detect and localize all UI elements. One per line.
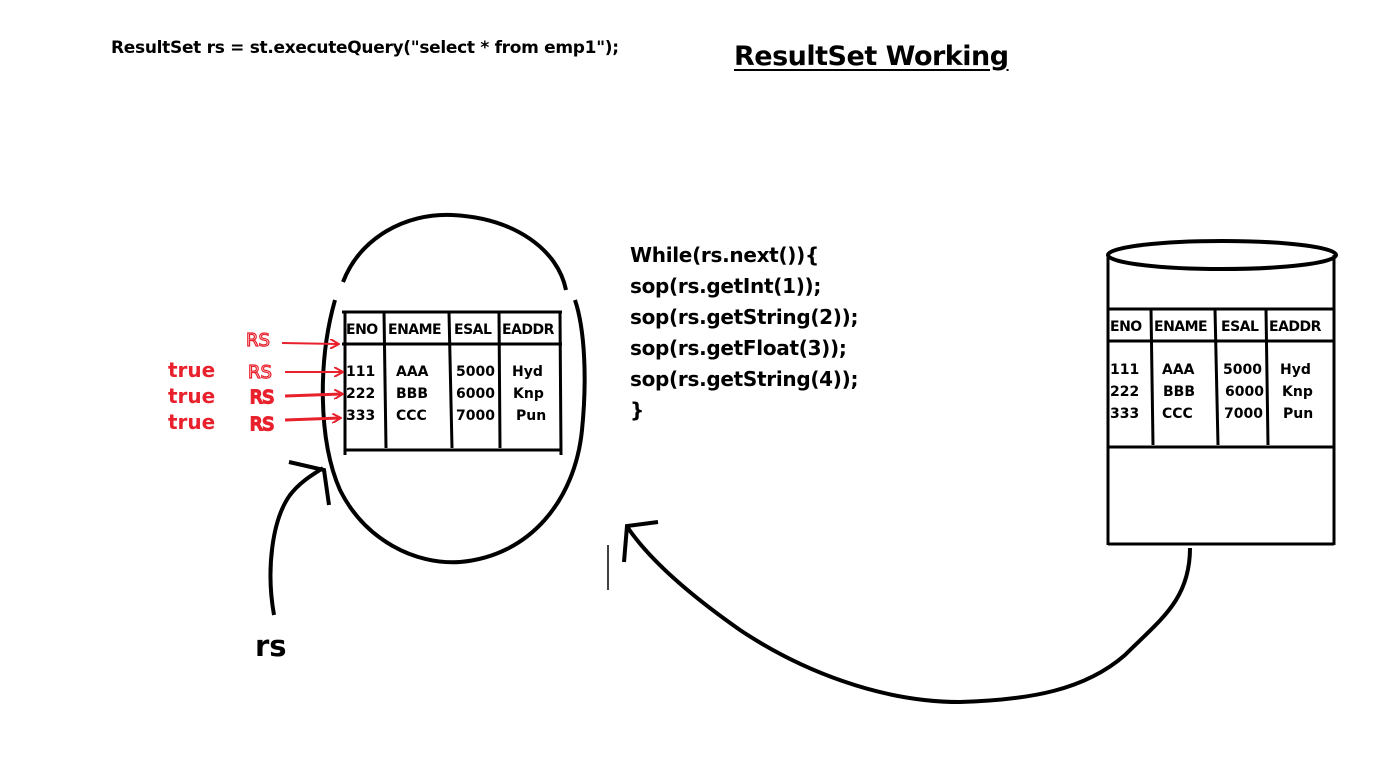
table-cell: 6000 bbox=[1225, 384, 1264, 400]
cursor-marker: RS bbox=[250, 414, 274, 435]
table-cell: Knp bbox=[513, 386, 544, 402]
next-result-label: true bbox=[168, 384, 216, 408]
cursor-markers: RS RS RS RS bbox=[245, 329, 342, 436]
next-result-label: true bbox=[168, 358, 216, 382]
table-cell: 7000 bbox=[1224, 406, 1263, 422]
table-header: EADDR bbox=[1269, 319, 1322, 335]
next-result-label: true bbox=[168, 410, 216, 434]
table-cell: Hyd bbox=[512, 364, 543, 380]
code-line: sop(rs.getInt(1)); bbox=[630, 274, 822, 298]
table-cell: 5000 bbox=[456, 364, 495, 380]
execute-query-statement: ResultSet rs = st.executeQuery("select *… bbox=[111, 38, 619, 58]
cursor-arrow bbox=[284, 418, 340, 420]
rs-pointer-label: rs bbox=[255, 629, 287, 663]
cursor-marker: RS bbox=[250, 387, 274, 408]
cursor-marker: RS bbox=[248, 362, 272, 383]
database-cylinder bbox=[1106, 239, 1338, 546]
table-header: EADDR bbox=[502, 322, 555, 338]
table-cell: 6000 bbox=[456, 386, 495, 402]
table-cell: 333 bbox=[1110, 406, 1139, 422]
diagram-title: ResultSet Working bbox=[734, 41, 1009, 72]
table-cell: 7000 bbox=[456, 408, 495, 424]
table-cell: CCC bbox=[396, 408, 427, 424]
table-cell: BBB bbox=[396, 386, 428, 402]
table-cell: BBB bbox=[1163, 384, 1195, 400]
table-cell: 111 bbox=[1110, 362, 1139, 378]
table-cell: 222 bbox=[346, 386, 375, 402]
code-line: While(rs.next()){ bbox=[630, 243, 819, 267]
table-header: ENO bbox=[346, 322, 378, 338]
cursor-marker: RS bbox=[246, 330, 270, 351]
table-header: ENO bbox=[1110, 319, 1142, 335]
rs-pointer-arrow bbox=[268, 466, 325, 616]
resultset-oval bbox=[341, 212, 568, 291]
table-cell: AAA bbox=[1162, 362, 1195, 378]
iteration-code-block: While(rs.next()){ sop(rs.getInt(1)); sop… bbox=[630, 240, 858, 426]
code-line: sop(rs.getString(4)); bbox=[630, 367, 859, 391]
table-header: ESAL bbox=[1221, 319, 1259, 335]
table-header: ESAL bbox=[454, 322, 492, 338]
table-cell: 222 bbox=[1110, 384, 1139, 400]
code-line: sop(rs.getFloat(3)); bbox=[630, 336, 847, 360]
fetch-flow-arrowhead bbox=[622, 520, 659, 563]
table-cell: Pun bbox=[1283, 406, 1313, 422]
cursor-arrow bbox=[284, 394, 342, 396]
table-cell: Hyd bbox=[1280, 362, 1311, 378]
table-cell: Pun bbox=[516, 408, 546, 424]
table-header: ENAME bbox=[388, 322, 441, 338]
table-cell: AAA bbox=[396, 364, 429, 380]
database-table: ENO ENAME ESAL EADDR 111 AAA 5000 Hyd 22… bbox=[1108, 307, 1334, 449]
code-line: sop(rs.getString(2)); bbox=[630, 305, 859, 329]
table-header: ENAME bbox=[1154, 319, 1207, 335]
table-cell: 333 bbox=[346, 408, 375, 424]
fetch-flow-arrow bbox=[626, 526, 1192, 705]
table-cell: 5000 bbox=[1223, 362, 1262, 378]
table-cell: 111 bbox=[346, 364, 375, 380]
resultset-oval-lower bbox=[320, 299, 587, 565]
code-line: } bbox=[630, 398, 644, 422]
table-cell: CCC bbox=[1162, 406, 1193, 422]
table-cell: Knp bbox=[1282, 384, 1313, 400]
resultset-table: ENO ENAME ESAL EADDR 111 AAA 5000 Hyd 22… bbox=[342, 310, 563, 456]
rs-pointer-arrowhead bbox=[288, 460, 331, 506]
cursor-arrow bbox=[281, 343, 338, 344]
